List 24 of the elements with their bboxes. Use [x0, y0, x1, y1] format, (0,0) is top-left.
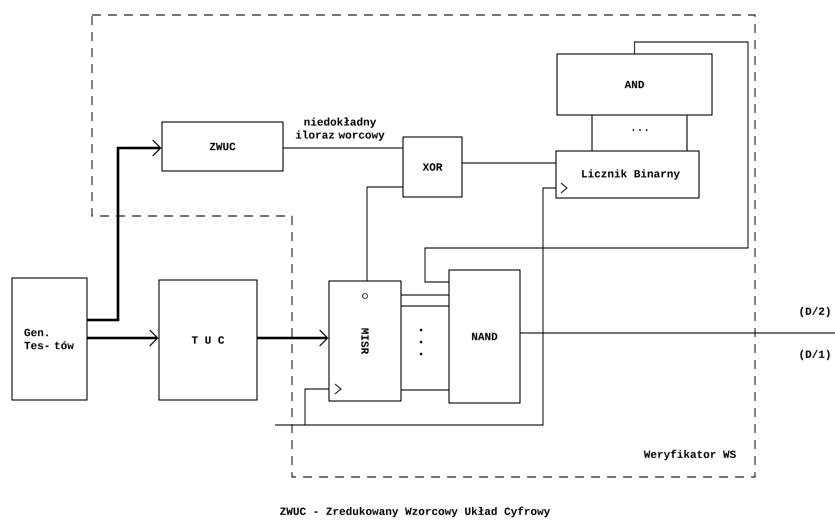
signal-label: (D/1)	[800, 350, 830, 360]
caption: ZWUC - Zredukowany Wzorcowy Układ Cyfrowy	[280, 506, 550, 518]
connector-line	[592, 115, 688, 151]
block-box: Gen. Tes- tów	[12, 278, 88, 400]
connector-line	[520, 332, 835, 334]
bus-arrow	[258, 330, 328, 346]
bus-arrow	[88, 330, 158, 346]
block-box: XOR	[402, 136, 462, 198]
connector-line	[401, 294, 449, 390]
signal-label: ...	[632, 129, 648, 131]
signal-label: (D/2)	[800, 306, 830, 318]
block-box: ZWUC	[162, 122, 284, 172]
connector-line	[274, 388, 329, 426]
block-box: AND	[556, 54, 712, 116]
connector-line	[424, 42, 748, 282]
connector-line	[366, 186, 403, 281]
bus-arrow	[88, 140, 162, 322]
connector-line	[462, 162, 556, 164]
block-box: Licznik Binarny	[556, 150, 700, 198]
block-box: T U C	[158, 280, 258, 400]
edge-label: niedokładny iloraz worcowy	[296, 118, 384, 141]
connector-line	[304, 188, 556, 426]
block-box: MISR	[328, 280, 402, 402]
block-box: NAND	[448, 270, 520, 404]
